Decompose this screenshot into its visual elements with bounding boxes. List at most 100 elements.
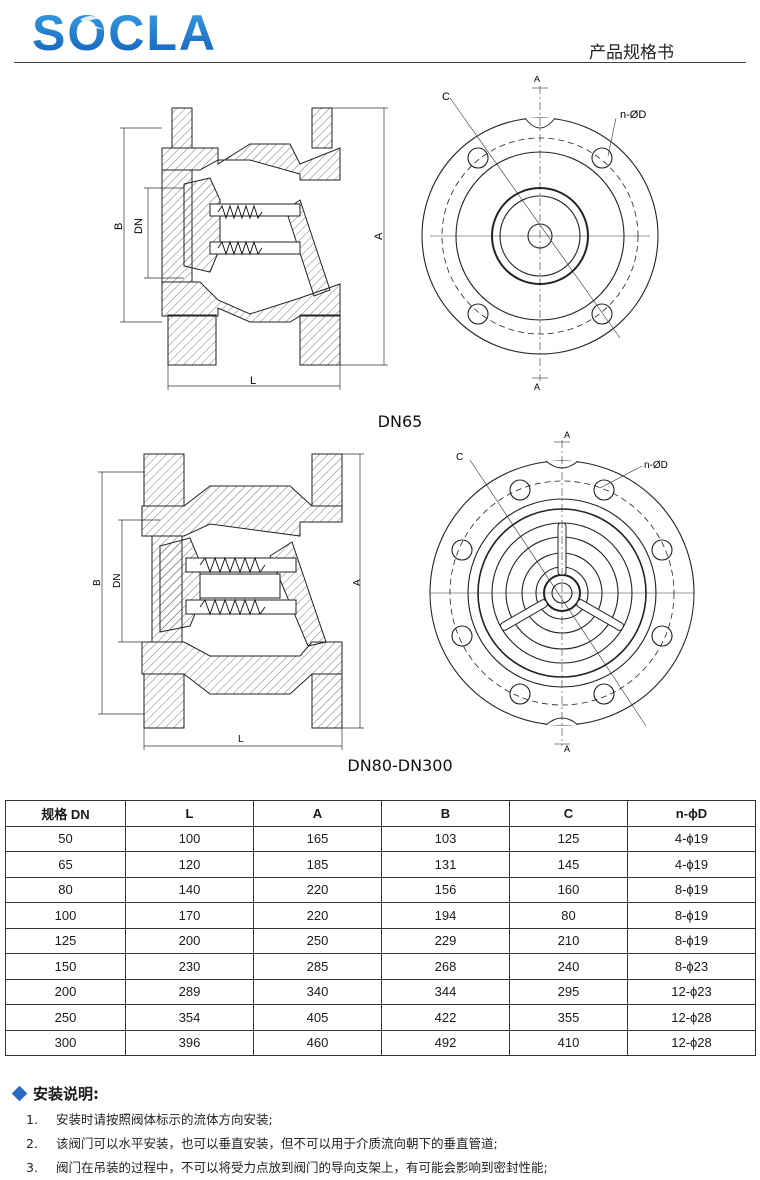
table-row: 200 289 340 344 295 12-ϕ23 [5, 978, 756, 1005]
cell: 170 [125, 902, 254, 929]
cell: 80 [509, 902, 628, 929]
drawing2-caption: DN80-DN300 [347, 756, 453, 775]
cell: 200 [5, 978, 126, 1005]
cell: 300 [5, 1029, 126, 1056]
list-item: 2. 该阀门可以水平安装，也可以垂直安装，但不可以用于介质流向朝下的垂直管道; [10, 1132, 750, 1156]
dim-label-a-2: A [352, 579, 363, 586]
install-notes: 安装说明: 1. 安装时请按照阀体标示的流体方向安装; 2. 该阀门可以水平安装… [10, 1082, 750, 1180]
list-item: 1. 安装时请按照阀体标示的流体方向安装; [10, 1108, 750, 1132]
cell: 4-ϕ19 [627, 825, 756, 852]
table-row: 100 170 220 194 80 8-ϕ19 [5, 902, 756, 929]
cell: 100 [5, 902, 126, 929]
cell: 165 [253, 825, 382, 852]
diamond-bullet-icon [11, 1085, 28, 1101]
header-rule [14, 62, 746, 63]
cell: 340 [253, 978, 382, 1005]
cell: 240 [509, 953, 628, 980]
cell: 50 [5, 825, 126, 852]
section-a-bottom: A [534, 382, 540, 392]
cell: 100 [125, 825, 254, 852]
table-row: 125 200 250 229 210 8-ϕ19 [5, 927, 756, 954]
cell: 229 [381, 927, 510, 954]
label-c-2: C [456, 452, 463, 463]
cell: 12-ϕ28 [627, 1004, 756, 1031]
cell: 210 [509, 927, 628, 954]
dim-label-b: B [113, 223, 125, 230]
table-row: 50 100 165 103 125 4-ϕ19 [5, 825, 756, 852]
label-c: C [442, 91, 450, 103]
list-item-text: 安装时请按照阀体标示的流体方向安装; [55, 1112, 273, 1127]
install-notes-list: 1. 安装时请按照阀体标示的流体方向安装; 2. 该阀门可以水平安装，也可以垂直… [10, 1108, 750, 1180]
dim-label-dn-2: DN [112, 574, 123, 588]
cell: 289 [125, 978, 254, 1005]
cell: 4-ϕ19 [627, 851, 756, 878]
cell: 295 [509, 978, 628, 1005]
cell: 250 [5, 1004, 126, 1031]
dn80-300-section-view: B DN A L [92, 453, 364, 750]
cell: 120 [125, 851, 254, 878]
spec-table: 规格 DN L A B C n-ϕD 50 100 165 103 125 4-… [5, 800, 756, 1056]
section-a-top-2: A [564, 430, 570, 440]
cell: 103 [381, 825, 510, 852]
section-a-top: A [534, 76, 540, 84]
dn80-300-front-view: C n-ØD A A [429, 430, 695, 754]
cell: 185 [253, 851, 382, 878]
cell: 250 [253, 927, 382, 954]
cell: 396 [125, 1029, 254, 1056]
cell: 230 [125, 953, 254, 980]
cell: 150 [5, 953, 126, 980]
cell: 125 [509, 825, 628, 852]
cell: 12-ϕ28 [627, 1029, 756, 1056]
table-row: 150 230 285 268 240 8-ϕ23 [5, 953, 756, 980]
header-a: A [253, 800, 382, 827]
header-c: C [509, 800, 628, 827]
cell: 344 [381, 978, 510, 1005]
list-item-number: 3. [26, 1160, 38, 1175]
dim-label-l: L [250, 375, 256, 387]
cell: 80 [5, 876, 126, 903]
dim-label-a: A [373, 232, 385, 240]
label-n-d-2: n-ØD [644, 460, 668, 471]
cell: 268 [381, 953, 510, 980]
cell: 131 [381, 851, 510, 878]
table-row: 80 140 220 156 160 8-ϕ19 [5, 876, 756, 903]
section-a-bottom-2: A [564, 744, 570, 754]
header-b: B [381, 800, 510, 827]
cell: 405 [253, 1004, 382, 1031]
dim-label-b-2: B [92, 579, 103, 586]
install-notes-title: 安装说明: [33, 1084, 99, 1103]
cell: 285 [253, 953, 382, 980]
list-item-text: 该阀门可以水平安装，也可以垂直安装，但不可以用于介质流向朝下的垂直管道; [55, 1136, 498, 1151]
drawing1-caption: DN65 [377, 412, 423, 431]
table-row: 250 354 405 422 355 12-ϕ28 [5, 1004, 756, 1031]
table-row: 65 120 185 131 145 4-ϕ19 [5, 851, 756, 878]
cell: 355 [509, 1004, 628, 1031]
dim-label-dn: DN [133, 218, 145, 234]
list-item: 3. 阀门在吊装的过程中，不可以将受力点放到阀门的导向支架上，有可能会影响到密封… [10, 1156, 750, 1180]
cell: 220 [253, 876, 382, 903]
list-item-number: 1. [26, 1112, 38, 1127]
cell: 12-ϕ23 [627, 978, 756, 1005]
socla-logo: SOCLA [32, 6, 217, 56]
header-dn: 规格 DN [5, 800, 126, 827]
cell: 125 [5, 927, 126, 954]
cell: 145 [509, 851, 628, 878]
list-item-text: 阀门在吊装的过程中，不可以将受力点放到阀门的导向支架上，有可能会影响到密封性能; [55, 1160, 548, 1175]
install-notes-heading: 安装说明: [10, 1082, 750, 1104]
cell: 160 [509, 876, 628, 903]
dn65-section-view: B DN A L [113, 107, 388, 390]
cell: 8-ϕ19 [627, 902, 756, 929]
list-item-number: 2. [26, 1136, 38, 1151]
cell: 354 [125, 1004, 254, 1031]
cell: 140 [125, 876, 254, 903]
cell: 410 [509, 1029, 628, 1056]
cell: 8-ϕ23 [627, 953, 756, 980]
cell: 8-ϕ19 [627, 927, 756, 954]
label-n-d: n-ØD [620, 109, 646, 121]
document-title: 产品规格书 [589, 43, 674, 63]
cell: 8-ϕ19 [627, 876, 756, 903]
logo-text: SOCLA [32, 6, 217, 56]
table-row: 300 396 460 492 410 12-ϕ28 [5, 1029, 756, 1056]
cell: 460 [253, 1029, 382, 1056]
cell: 492 [381, 1029, 510, 1056]
